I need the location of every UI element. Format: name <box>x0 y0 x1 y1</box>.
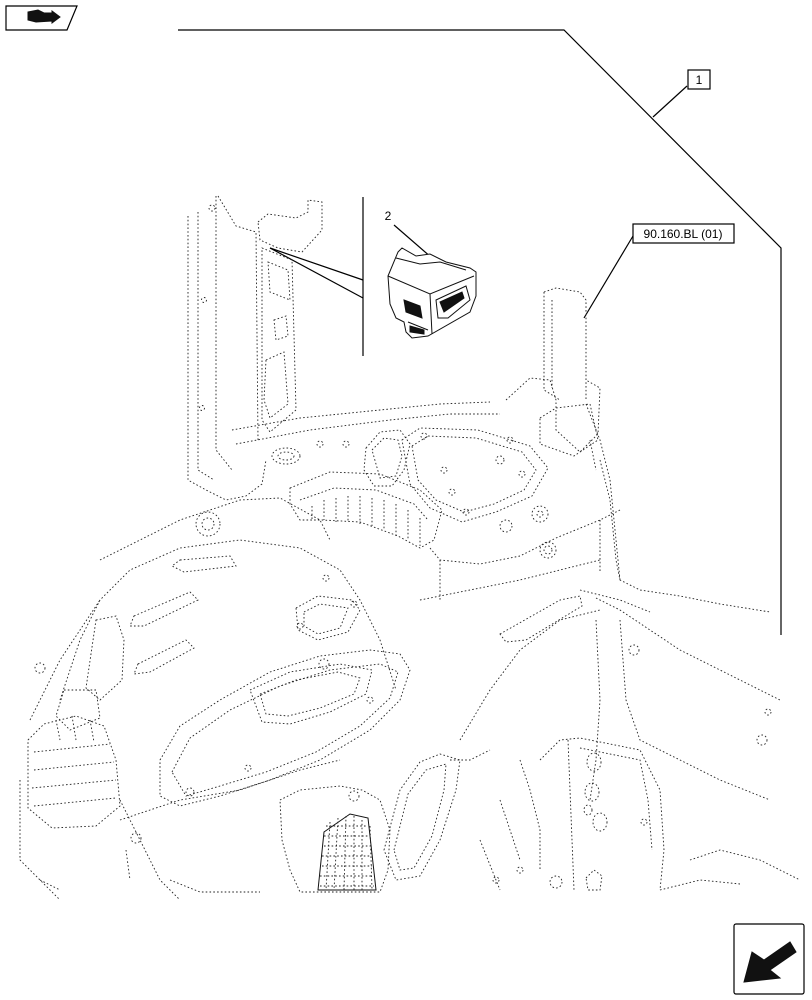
rocker-switch[interactable] <box>387 247 477 339</box>
reference-callout-label: 90.160.BL (01) <box>644 227 723 241</box>
next-page-arrow-icon[interactable] <box>733 923 805 995</box>
callout-1-leader <box>178 29 782 635</box>
floor-vent-grille <box>317 813 377 891</box>
cab-interior-drawing <box>19 195 801 901</box>
callout-1-label: 1 <box>696 73 703 87</box>
detail-leader-lines <box>269 197 364 356</box>
callout-2-label: 2 <box>385 209 392 223</box>
reference-callout-leader <box>583 235 634 319</box>
callout-2-leader <box>393 224 433 259</box>
book-arrow-icon[interactable] <box>5 5 78 31</box>
callout-2[interactable]: 2 <box>385 209 392 223</box>
callout-1[interactable]: 1 <box>687 69 711 90</box>
reference-callout[interactable]: 90.160.BL (01) <box>632 223 735 244</box>
